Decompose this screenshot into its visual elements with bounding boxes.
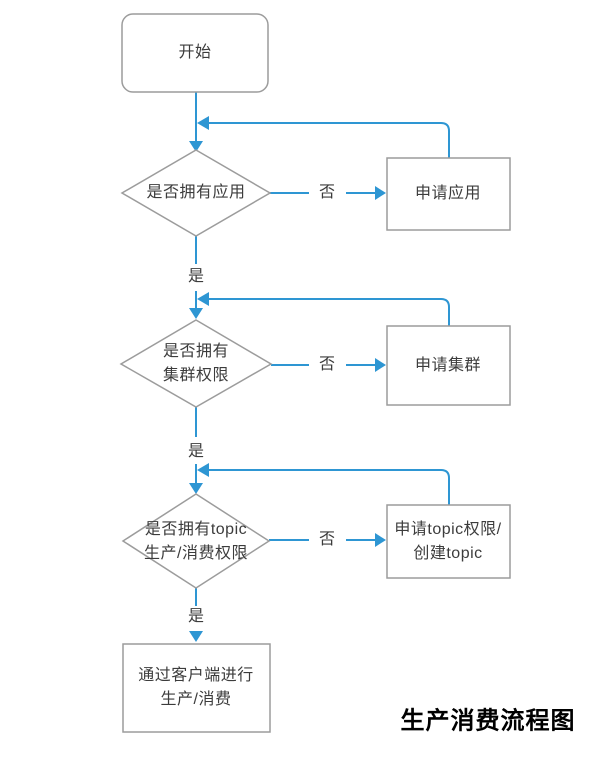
apply-app-node-shape <box>386 157 511 231</box>
start-node-shape <box>121 13 269 93</box>
edge-label-no-2: 否 <box>316 356 338 373</box>
apply-cluster-node-label: 申请集群 <box>414 357 482 374</box>
arrowhead-into-apply-app <box>375 186 386 200</box>
check-cluster-decision-label: 是否拥有 集群权限 <box>162 343 230 384</box>
check-app-decision-label: 是否拥有应用 <box>146 184 246 201</box>
check-cluster-decision-shape <box>119 319 273 408</box>
start-node-label: 开始 <box>178 44 212 61</box>
arrowhead-into-apply-cluster <box>375 358 386 372</box>
arrowhead-into-produce-consume <box>189 631 203 642</box>
apply-cluster-node-shape <box>386 325 511 406</box>
apply-app-node-label: 申请应用 <box>414 185 482 202</box>
connector-loop-apply-topic <box>207 469 450 505</box>
check-topic-decision-shape <box>121 493 271 589</box>
arrowhead-loop2-junction <box>197 292 209 306</box>
arrowhead-loop1-junction <box>197 116 209 130</box>
apply-topic-node-shape <box>386 504 511 579</box>
diagram-title: 生产消费流程图 <box>400 707 576 735</box>
edge-label-yes-1: 是 <box>185 268 207 285</box>
arrowhead-into-check-cluster <box>189 308 203 319</box>
apply-topic-node-label: 申请topic权限/ 创建topic <box>394 521 502 562</box>
connector-loop-apply-app <box>207 122 450 158</box>
arrowhead-into-check-app <box>189 141 203 152</box>
check-app-decision-shape <box>120 149 272 237</box>
produce-consume-node-label: 通过客户端进行 生产/消费 <box>138 667 254 708</box>
arrowhead-into-apply-topic <box>375 533 386 547</box>
produce-consume-node-shape <box>122 643 271 733</box>
edge-label-yes-2: 是 <box>185 443 207 460</box>
check-topic-decision-label: 是否拥有topic 生产/消费权限 <box>144 521 248 562</box>
edge-label-no-1: 否 <box>316 184 338 201</box>
arrowhead-loop3-junction <box>197 463 209 477</box>
arrowhead-into-check-topic <box>189 483 203 494</box>
edge-label-yes-3: 是 <box>185 608 207 625</box>
edge-label-no-3: 否 <box>316 531 338 548</box>
connector-loop-apply-cluster <box>207 298 450 326</box>
